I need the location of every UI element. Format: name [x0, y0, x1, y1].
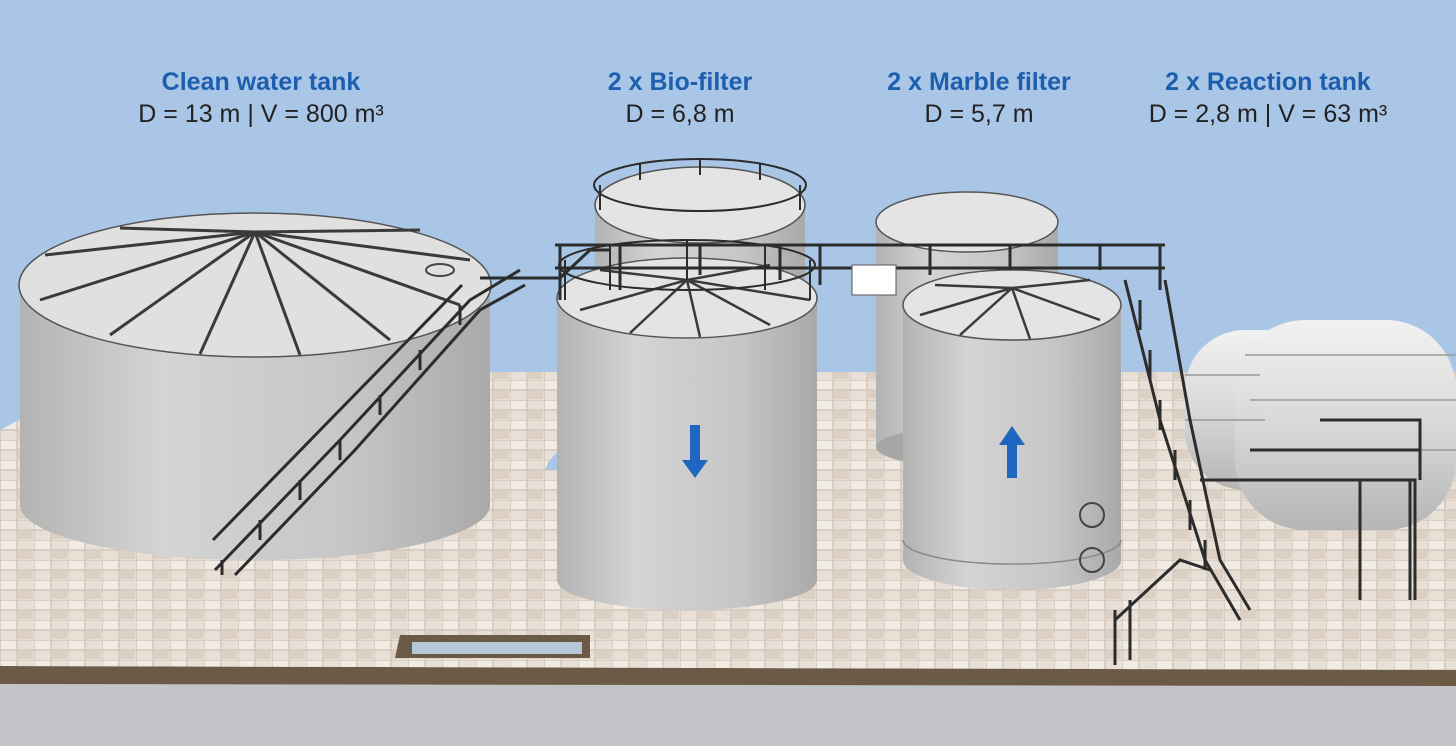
marble-filter-label: 2 x Marble filter D = 5,7 m: [849, 66, 1109, 130]
foreground-ground: [0, 684, 1456, 746]
bio-filter-title: 2 x Bio-filter: [607, 68, 753, 96]
bio-filter-flow-arrow: [682, 425, 708, 478]
bio-filter-front: [556, 239, 818, 610]
clean-tank-stair: [211, 248, 610, 577]
clean-water-tank-title: Clean water tank: [161, 68, 361, 96]
clean-water-tank: [18, 212, 492, 560]
right-stair: [1113, 279, 1422, 665]
reaction-tank-spec: D = 2,8 m | V = 63 m³: [1148, 100, 1388, 128]
marble-filter-title: 2 x Marble filter: [887, 68, 1071, 96]
marble-filter-flow-arrow: [999, 426, 1025, 478]
clean-water-tank-label: Clean water tank D = 13 m | V = 800 m³: [100, 66, 422, 130]
reaction-tank-title: 2 x Reaction tank: [1165, 68, 1371, 96]
marble-filter-spec: D = 5,7 m: [924, 100, 1034, 128]
clean-water-tank-spec: D = 13 m | V = 800 m³: [138, 100, 384, 128]
bio-filter-label: 2 x Bio-filter D = 6,8 m: [555, 66, 805, 130]
slab-edge: [0, 666, 1456, 686]
walkway-panel: [851, 264, 897, 296]
bio-filter-spec: D = 6,8 m: [625, 100, 735, 128]
floor-opening-inner: [412, 642, 582, 654]
reaction-tank-label: 2 x Reaction tank D = 2,8 m | V = 63 m³: [1120, 66, 1416, 130]
